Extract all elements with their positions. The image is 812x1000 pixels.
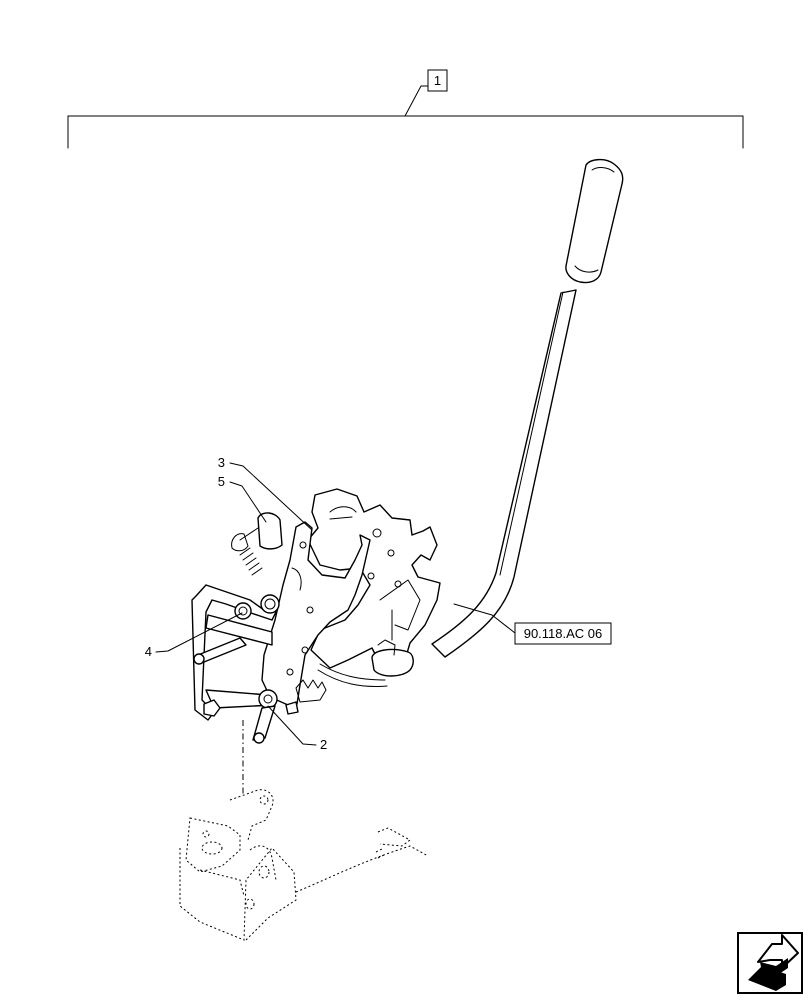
leader-3 bbox=[229, 462, 313, 531]
roller-knob bbox=[371, 648, 414, 677]
callout-5: 5 bbox=[218, 474, 225, 489]
reference-label: 90.118.AC 06 bbox=[524, 626, 603, 641]
assembly-bracket bbox=[67, 85, 744, 149]
lever-handle bbox=[431, 158, 624, 658]
reference-link[interactable]: 90.118.AC 06 bbox=[514, 622, 612, 645]
leader-5 bbox=[229, 481, 267, 523]
callout-3: 3 bbox=[218, 455, 225, 470]
callout-4: 4 bbox=[145, 644, 152, 659]
leader-reference bbox=[453, 603, 516, 634]
callout-2: 2 bbox=[320, 737, 327, 752]
leader-2 bbox=[267, 705, 317, 746]
mounting-bracket-phantom bbox=[179, 789, 429, 941]
spring-5 bbox=[231, 512, 283, 576]
next-page-arrow-icon[interactable] bbox=[737, 932, 803, 994]
leader-4 bbox=[155, 612, 243, 653]
callout-1: 1 bbox=[427, 69, 448, 92]
svg-text:1: 1 bbox=[434, 73, 441, 88]
link-arm-2 bbox=[252, 705, 276, 741]
pivot-bushing-4 bbox=[234, 602, 252, 620]
lever-grip bbox=[565, 158, 624, 284]
lever-mechanism bbox=[191, 488, 441, 744]
